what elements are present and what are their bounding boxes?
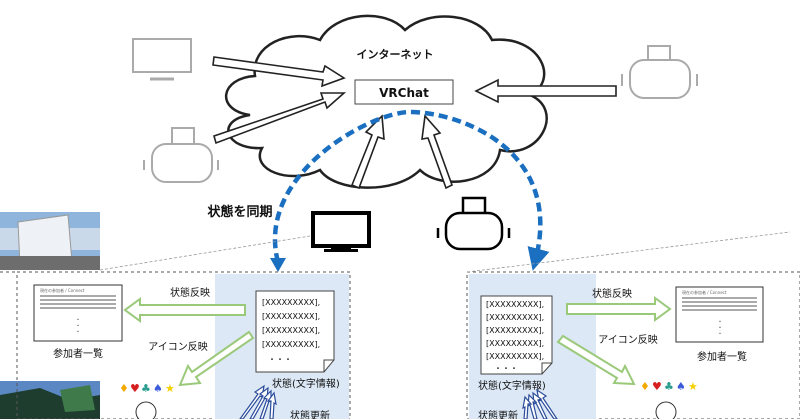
sync-arrow xyxy=(273,109,550,271)
right-icon-reflect-arrow xyxy=(556,334,636,386)
heart-icon: ♥ xyxy=(130,382,140,395)
svg-text:・: ・ xyxy=(717,325,723,332)
vrchat-label: VRChat xyxy=(379,86,429,100)
svg-text:・: ・ xyxy=(75,329,81,336)
club-icon: ♣ xyxy=(664,380,674,393)
svg-text:・: ・ xyxy=(75,317,81,324)
left-sheet-line: [XXXXXXXXX], xyxy=(262,298,320,307)
spade-icon: ♠ xyxy=(676,380,686,393)
right-update-label: 状態更新 xyxy=(478,409,518,419)
heart-icon: ♥ xyxy=(652,380,662,393)
sync-label: 状態を同期 xyxy=(207,204,272,220)
vr-scene-thumbnail xyxy=(0,381,100,419)
left-icon-reflect-label: アイコン反映 xyxy=(148,341,208,353)
right-list-label: 参加者一覧 xyxy=(697,350,747,363)
svg-text:・: ・ xyxy=(75,323,81,330)
left-reflect-arrow xyxy=(123,297,246,323)
left-icon-reflect-arrow xyxy=(178,330,255,387)
right-list-header: 現在の参加者 / Connect xyxy=(682,289,727,295)
vrchat-server-box xyxy=(354,79,454,105)
spade-icon: ♠ xyxy=(153,382,163,395)
desktop-monitor-icon xyxy=(311,211,371,252)
diamond-icon: ♦ xyxy=(640,380,650,393)
club-icon: ♣ xyxy=(141,382,151,395)
arrow-monitor-to-cloud xyxy=(212,56,346,88)
right-state-label: 状態(文字情報) xyxy=(478,379,546,392)
left-sheet-line: [XXXXXXXXX], xyxy=(262,312,320,321)
right-sheet-line: [XXXXXXXXX], xyxy=(486,352,544,361)
right-icon-reflect-label: アイコン反映 xyxy=(598,334,658,346)
right-participant-list: ・ ・ ・ xyxy=(675,286,764,343)
left-sheet-line: ・・・ xyxy=(268,355,292,364)
arrow-right-headset-up xyxy=(421,114,453,190)
left-update-label: 状態更新 xyxy=(290,409,330,419)
svg-text:・: ・ xyxy=(717,319,723,326)
vr-scene-thumbnail xyxy=(0,212,100,270)
avatar-circle xyxy=(135,401,157,419)
right-reflect-arrow xyxy=(566,296,672,322)
left-list-header: 現在の参加者 / Connect xyxy=(40,287,85,293)
left-sheet-line: [XXXXXXXXX], xyxy=(262,326,320,335)
monitor-icon xyxy=(132,38,192,81)
star-icon: ★ xyxy=(688,380,698,393)
arrow-right-headset-to-cloud xyxy=(474,78,617,104)
right-sheet-line: [XXXXXXXXX], xyxy=(486,300,544,309)
vr-headset-icon xyxy=(436,196,511,251)
right-sheet-line: [XXXXXXXXX], xyxy=(486,339,544,348)
sync-arrow-left-head xyxy=(270,258,286,272)
avatar-circle xyxy=(655,401,677,419)
left-state-label: 状態(文字情報) xyxy=(272,377,340,390)
left-list-label: 参加者一覧 xyxy=(53,347,103,360)
right-sheet-line: [XXXXXXXXX], xyxy=(486,326,544,335)
left-update-arrows xyxy=(239,384,277,419)
right-update-arrows xyxy=(522,388,558,419)
arrow-headset-to-cloud xyxy=(213,92,347,145)
left-sheet-line: [XXXXXXXXX], xyxy=(262,340,320,349)
vr-headset-icon xyxy=(143,127,219,183)
vr-headset-icon xyxy=(621,45,698,99)
diamond-icon: ♦ xyxy=(119,382,129,395)
right-reflect-label: 状態反映 xyxy=(592,287,632,300)
svg-text:・: ・ xyxy=(717,331,723,338)
arrow-left-monitor-up xyxy=(350,114,385,190)
right-sheet-line: [XXXXXXXXX], xyxy=(486,313,544,322)
left-reflect-label: 状態反映 xyxy=(170,286,210,299)
left-participant-list: ・ ・ ・ xyxy=(33,284,123,342)
internet-label: インターネット xyxy=(357,48,434,61)
right-sheet-line: ・・・ xyxy=(494,364,518,373)
star-icon: ★ xyxy=(165,382,175,395)
